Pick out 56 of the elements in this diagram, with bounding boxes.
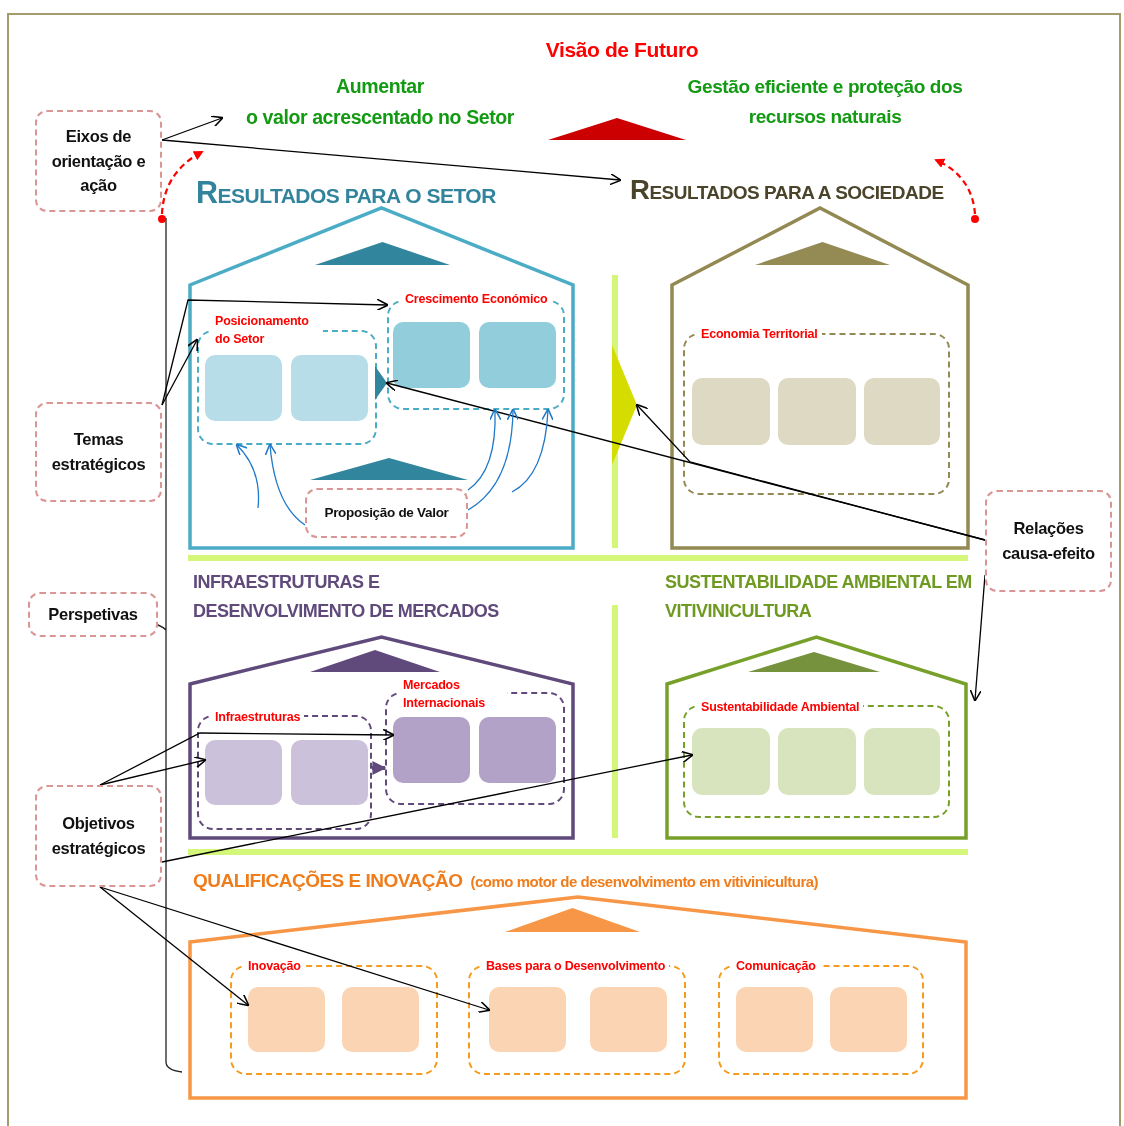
- arrow: [161, 750, 694, 863]
- callout-box: Relações causa-efeito: [985, 490, 1112, 592]
- callout-box: Eixos de orientação e ação: [35, 110, 162, 212]
- callout-box: Temas estratégicos: [35, 402, 162, 502]
- vision-heading: Visão de Futuro: [545, 37, 699, 63]
- section-heading: SUSTENTABILIDADE AMBIENTAL EM VITIVINICULTURA: [665, 571, 973, 623]
- objective-tile: [393, 322, 470, 388]
- objective-tile: [291, 355, 368, 421]
- objective-tile: [479, 322, 556, 388]
- objective-tile: [830, 987, 907, 1052]
- objective-tile: [393, 717, 470, 783]
- arrow: [161, 338, 199, 406]
- callout-box: Proposição de Valor: [305, 488, 468, 538]
- objective-tile: [864, 378, 940, 445]
- section-heading: QUALIFICAÇÕES E INOVAÇÃO: [193, 869, 463, 893]
- chevron-marker: [612, 345, 637, 465]
- arrow: [161, 298, 389, 406]
- objective-tile: [489, 987, 566, 1052]
- objective-tile: [205, 740, 282, 805]
- objective-tile: [778, 378, 856, 445]
- goal-heading: o valor acrescentado no Setor: [246, 105, 514, 130]
- objective-tile: [778, 728, 856, 795]
- section-heading: RESULTADOS PARA O SETOR: [196, 174, 496, 211]
- arrow: [99, 756, 207, 786]
- arrow: [99, 728, 395, 786]
- curved-arrow: [235, 443, 260, 509]
- chevron-marker: [375, 366, 387, 400]
- curved-arrow: [467, 408, 519, 511]
- curved-arrow: [511, 408, 554, 493]
- callout-box: Perspetivas: [28, 592, 158, 637]
- arrow: [372, 761, 387, 775]
- arrow: [969, 574, 986, 702]
- objective-tile: [291, 740, 368, 805]
- arrow: [161, 115, 224, 141]
- goal-heading: Gestão eficiente e proteção dos recursos naturais: [686, 75, 964, 130]
- chevron-marker: [548, 118, 686, 140]
- section-heading: RESULTADOS PARA A SOCIEDADE: [630, 173, 944, 207]
- arrow: [99, 886, 250, 1007]
- goal-heading: Aumentar: [336, 73, 424, 99]
- objective-tile: [479, 717, 556, 783]
- objective-tile: [342, 987, 419, 1052]
- arrow: [99, 886, 491, 1014]
- curved-arrow: [264, 443, 306, 526]
- curved-arrow: [467, 408, 502, 491]
- section-heading: (como motor de desenvolvimento em vitivinicultura): [470, 872, 819, 892]
- arrow: [161, 139, 622, 186]
- objective-tile: [864, 728, 940, 795]
- objective-tile: [205, 355, 282, 421]
- section-heading: INFRAESTRUTURAS E DESENVOLVIMENTO DE MERCADOS: [193, 571, 500, 623]
- objective-tile: [736, 987, 813, 1052]
- objective-tile: [248, 987, 325, 1052]
- objective-tile: [692, 378, 770, 445]
- objective-tile: [590, 987, 667, 1052]
- objective-tile: [692, 728, 770, 795]
- callout-box: Objetivos estratégicos: [35, 785, 162, 887]
- arrow: [385, 379, 986, 541]
